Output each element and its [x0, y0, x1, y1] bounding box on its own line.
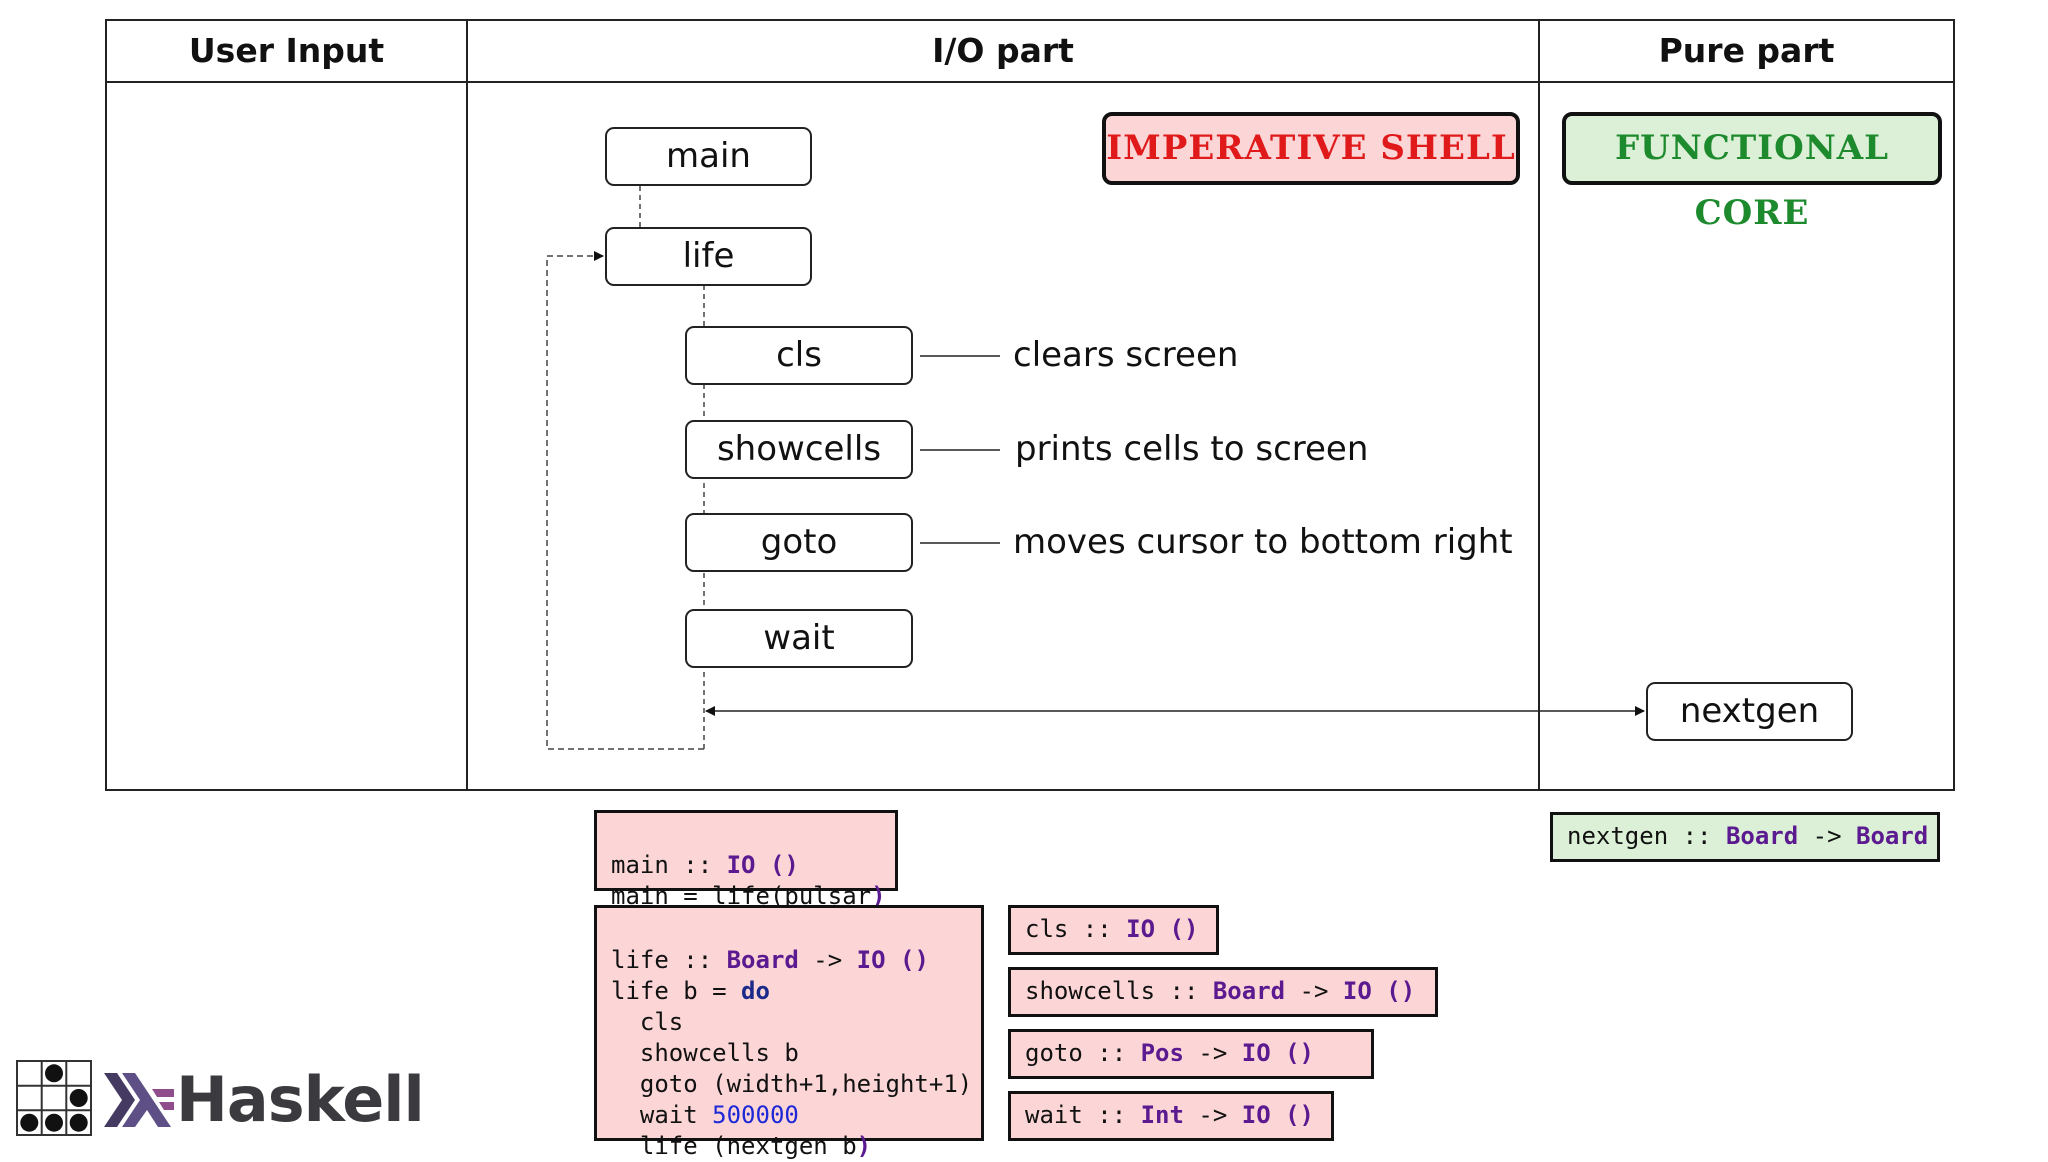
column-header-user-input: User Input — [188, 31, 385, 70]
code-life-line-1: life :: Board -> IO () — [611, 946, 929, 974]
imperative-shell-badge: IMPERATIVE SHELL — [1102, 112, 1520, 185]
column-header-io-part: I/O part — [932, 31, 1074, 70]
cls-description: clears screen — [1013, 335, 1239, 375]
code-life-line-5: goto (width+1,height+1) — [611, 1070, 973, 1098]
diagram-frame — [105, 19, 1955, 791]
node-life: life — [605, 227, 812, 286]
column-header-pure-part: Pure part — [1658, 31, 1835, 70]
node-goto: goto — [685, 513, 913, 572]
haskell-lambda-icon — [104, 1073, 174, 1127]
code-main: main :: IO ()main = life(pulsar) — [594, 810, 898, 910]
code-cls: cls :: IO () — [1008, 905, 1219, 955]
node-main: main — [605, 127, 812, 186]
haskell-wordmark: Haskell — [176, 1063, 425, 1136]
functional-core-badge: FUNCTIONAL CORE — [1562, 112, 1942, 233]
code-life: life :: Board -> IO ()life b = do cls sh… — [594, 905, 984, 1160]
code-wait: wait :: Int -> IO () — [1008, 1091, 1334, 1141]
glider-icon — [16, 1060, 92, 1136]
showcells-description: prints cells to screen — [1015, 429, 1369, 469]
column-divider-1 — [466, 19, 468, 791]
goto-description: moves cursor to bottom right — [1013, 522, 1513, 562]
code-life-line-6: wait 500000 — [611, 1101, 799, 1129]
code-life-line-7: life (nextgen b) — [611, 1132, 872, 1160]
code-goto: goto :: Pos -> IO () — [1008, 1029, 1374, 1079]
node-wait: wait — [685, 609, 913, 668]
code-life-line-4: showcells b — [611, 1039, 799, 1067]
node-nextgen: nextgen — [1646, 682, 1853, 741]
loop-back-connector — [546, 251, 704, 750]
code-main-line-1: main :: IO () — [611, 851, 799, 879]
node-showcells: showcells — [685, 420, 913, 479]
node-cls: cls — [685, 326, 913, 385]
code-nextgen: nextgen :: Board -> Board — [1550, 812, 1940, 862]
column-divider-2 — [1538, 19, 1540, 791]
code-showcells: showcells :: Board -> IO () — [1008, 967, 1438, 1017]
code-life-line-3: cls — [611, 1008, 684, 1036]
code-life-line-2: life b = do — [611, 977, 770, 1005]
header-divider — [105, 81, 1955, 83]
